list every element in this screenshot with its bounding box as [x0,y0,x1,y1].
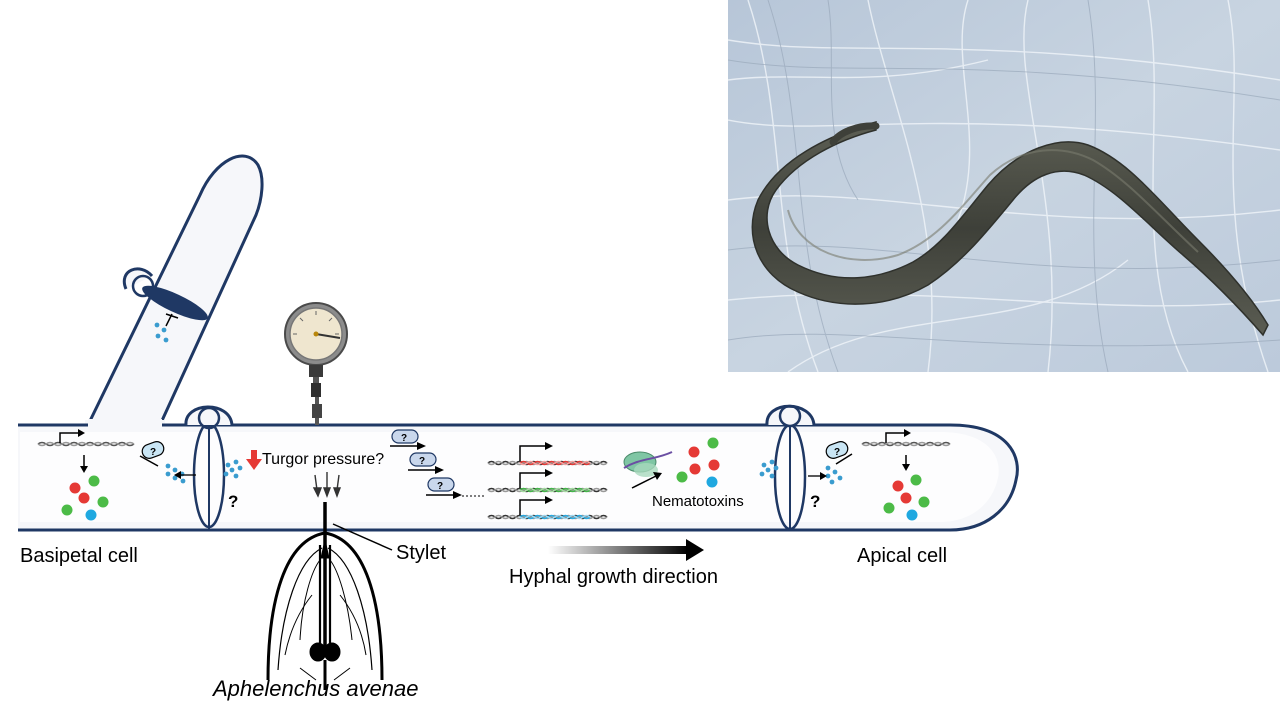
main-hypha [18,419,1019,532]
stylet-label: Stylet [396,542,447,564]
unknown-protein-icon: ? [139,441,165,467]
branch-signal-dots [154,313,179,343]
apical-cell-label: Apical cell [857,545,948,567]
branch-septum [122,267,208,321]
svg-text:?: ? [834,447,840,458]
pressure-gauge-icon [284,302,348,425]
svg-text:?: ? [437,481,443,492]
nematotoxins-label: Nematotoxins [652,493,744,510]
right-septum-question: ? [810,492,821,511]
apical-toxins [883,474,930,521]
right-signal-dots [759,459,843,485]
left-signal-dots [165,459,243,484]
regulator-proteins: ? ? ? [390,429,484,499]
nematode-head-icon [266,502,384,690]
svg-text:?: ? [150,447,156,458]
unknown-protein-icon-right: ? [825,441,853,465]
right-septum [765,404,816,531]
nematode-micrograph [728,0,1280,372]
svg-text:?: ? [401,433,407,444]
gene-arrowheads [545,442,553,504]
toxin-genes [487,445,608,520]
hyphal-growth-label: Hyphal growth direction [509,566,718,588]
growth-direction-arrow [548,539,704,561]
basipetal-toxins [61,475,109,521]
nematode-species-label: Aphelenchus avenae [213,676,419,701]
ribosome-icon [623,451,673,489]
apical-gene [861,429,951,471]
stylet-force-arrows [312,472,342,498]
svg-text:?: ? [419,456,425,467]
stylet-pointer [332,523,393,551]
turgor-pressure-label: Turgor pressure? [262,451,385,468]
left-septum-question: ? [228,492,239,511]
basipetal-gene [37,429,135,473]
nematotoxin-dots [676,437,720,488]
red-down-arrow-icon [246,450,262,470]
basipetal-cell-label: Basipetal cell [20,545,138,567]
